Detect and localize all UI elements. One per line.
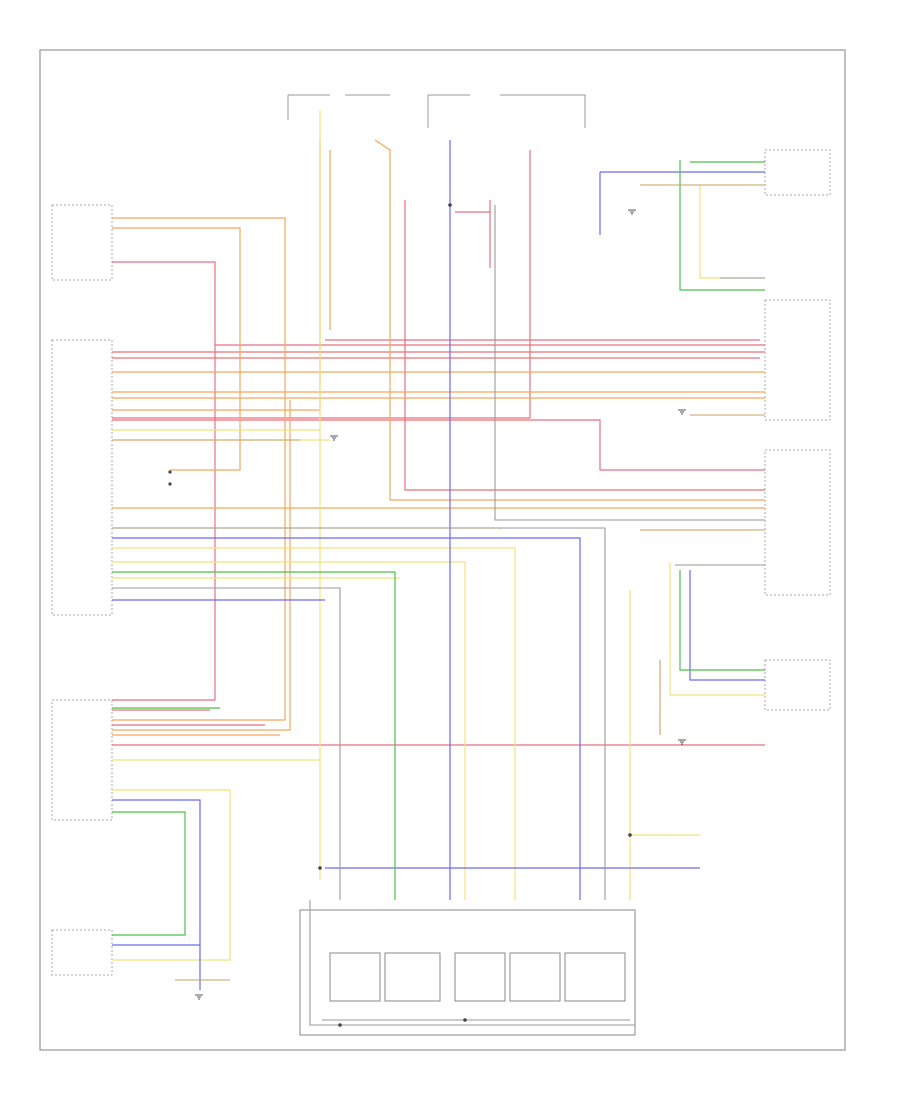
wires-red [112, 150, 765, 746]
diagram-frame [39, 49, 846, 1051]
right-rear-module [764, 449, 831, 596]
rear-window-lockout-switch [564, 952, 626, 1002]
wires-yellow [112, 110, 765, 961]
right-front-door-module [764, 299, 831, 421]
right-rear-window-switch [764, 659, 831, 711]
wires-blue [112, 140, 765, 990]
center-console-switch-block [299, 909, 636, 1036]
right-front-window-switch [384, 952, 441, 1002]
wires-green [112, 160, 765, 936]
wires-orange [112, 139, 765, 736]
left-front-window-switch [329, 952, 381, 1002]
right-front-module [764, 149, 831, 196]
splice-points [168, 203, 632, 1027]
ground-bottom-left [195, 994, 203, 1000]
left-front-door-module [51, 339, 113, 616]
ground-lower-right [678, 739, 686, 745]
wires-gray [112, 205, 765, 1026]
ground-mid-right [678, 409, 686, 415]
power-feed-section [287, 94, 586, 128]
ground-symbols [195, 209, 686, 1000]
right-rear-window-switch-console [509, 952, 561, 1002]
left-front-module [51, 204, 113, 281]
left-rear-window-switch [51, 929, 113, 976]
left-rear-module [51, 699, 113, 821]
ground-top-right [628, 209, 636, 215]
wires-brown [112, 184, 765, 981]
left-rear-window-switch-console [454, 952, 506, 1002]
ground-mid-left [330, 435, 338, 441]
